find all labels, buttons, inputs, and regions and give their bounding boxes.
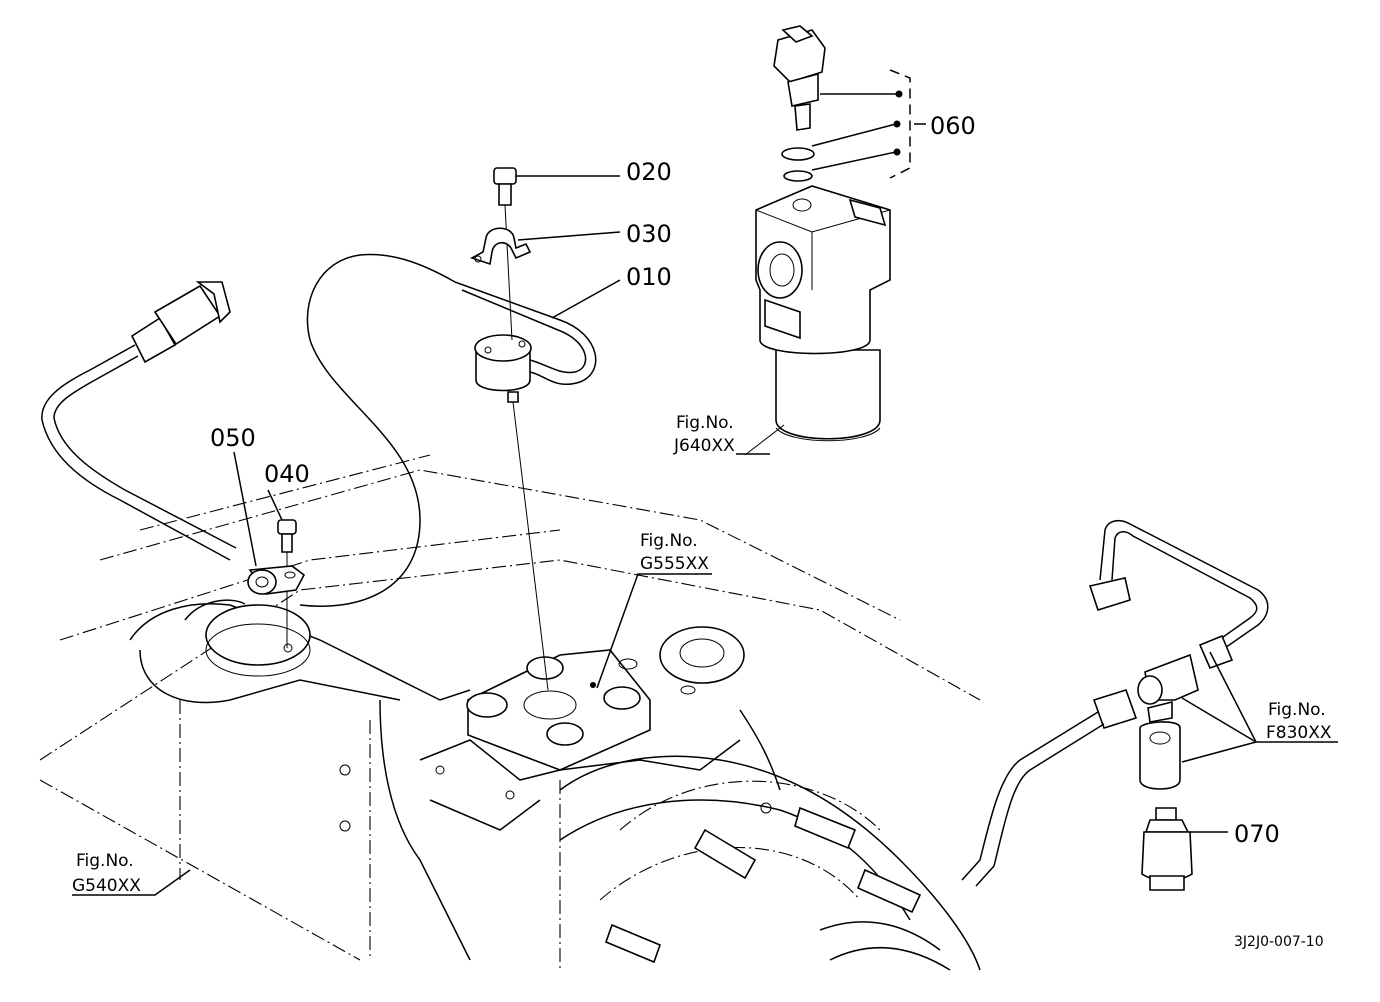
oil-filter-assembly bbox=[744, 185, 891, 456]
clamp-050 bbox=[247, 565, 306, 595]
ref-g555-code: G555XX bbox=[640, 554, 709, 574]
clamp-030 bbox=[470, 227, 532, 266]
transmission-housing-outline bbox=[39, 454, 981, 971]
sensor-cable-assembly bbox=[41, 253, 597, 607]
callout-030: 030 bbox=[626, 220, 672, 248]
ref-f830-label: Fig.No. bbox=[1268, 700, 1326, 720]
ref-g540-code: G540XX bbox=[72, 876, 141, 896]
ref-f830-code: F830XX bbox=[1266, 723, 1332, 743]
bolt-020 bbox=[493, 167, 517, 341]
ref-j640-code: J640XX bbox=[673, 436, 735, 456]
pressure-switch-060 bbox=[773, 25, 826, 182]
callout-050: 050 bbox=[210, 424, 256, 452]
callout-070: 070 bbox=[1234, 820, 1280, 848]
ref-j640-label: Fig.No. bbox=[676, 413, 734, 433]
pressure-switch-070 bbox=[1141, 807, 1228, 891]
bolt-040 bbox=[277, 519, 297, 648]
wheel-studs bbox=[604, 806, 922, 964]
callout-040: 040 bbox=[264, 460, 310, 488]
leader-lines bbox=[72, 175, 1338, 896]
callout-020: 020 bbox=[626, 158, 672, 186]
mounting-flange-plate bbox=[466, 626, 745, 771]
callout-060: 060 bbox=[930, 112, 976, 140]
callout-010: 010 bbox=[626, 263, 672, 291]
ref-g555-label: Fig.No. bbox=[640, 531, 698, 551]
speed-sensor bbox=[474, 334, 549, 691]
ref-g540-label: Fig.No. bbox=[76, 851, 134, 871]
drawing-code: 3J2J0-007-10 bbox=[1234, 934, 1324, 950]
callout-060-leaders bbox=[811, 69, 926, 179]
oil-pipe-fitting bbox=[961, 519, 1269, 887]
tank-cap bbox=[184, 599, 311, 677]
